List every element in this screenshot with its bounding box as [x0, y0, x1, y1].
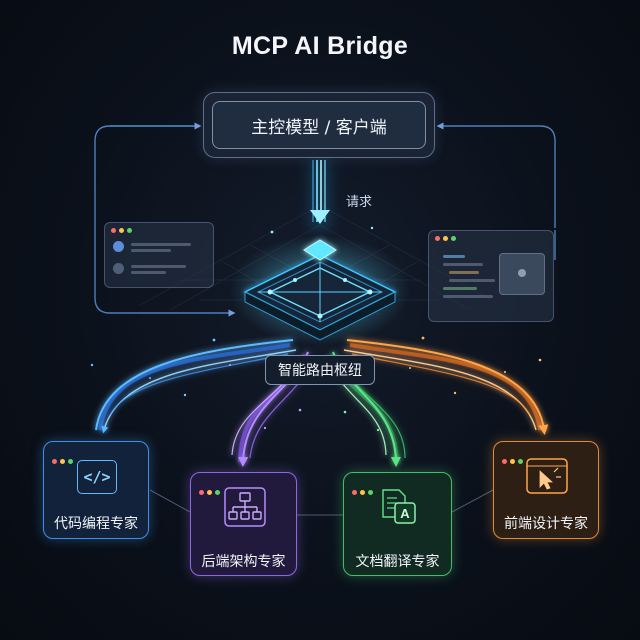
window-dot [127, 228, 132, 233]
image-placeholder [499, 253, 545, 295]
avatar-icon [113, 263, 124, 274]
flow-blue [95, 339, 297, 434]
expert-label: 文档翻译专家 [355, 554, 440, 570]
card-connectors [149, 489, 494, 516]
right-loop-arrow [436, 122, 556, 228]
main-model-label: 主控模型 / 客户端 [212, 101, 426, 149]
main-model-box: 主控模型 / 客户端 [203, 92, 435, 158]
code-line [443, 295, 493, 298]
diagram-title: MCP AI Bridge [231, 32, 409, 60]
sparkles [90, 226, 542, 432]
expert-label: 后端架构专家 [201, 554, 286, 570]
placeholder-line [131, 249, 171, 252]
window-dot [443, 236, 448, 241]
architecture-tree-icon [224, 487, 266, 527]
placeholder-line [131, 243, 191, 246]
request-label: 请求 [346, 195, 373, 210]
router-hub [230, 235, 410, 345]
left-loop-arrow [94, 125, 236, 317]
placeholder-line [131, 271, 166, 274]
expert-card-docs: A 文档翻译专家 [343, 472, 452, 576]
avatar-icon [113, 241, 124, 252]
flow-orange [343, 339, 549, 435]
code-line [443, 255, 465, 258]
code-line [449, 279, 495, 282]
request-beam [309, 160, 331, 230]
document-translate-icon: A [382, 489, 416, 524]
window-dot [435, 236, 440, 241]
code-icon: </> [77, 460, 117, 494]
left-preview-window [104, 222, 214, 288]
code-line [443, 263, 483, 266]
router-hub-label: 智能路由枢纽 [265, 355, 375, 385]
window-dot [119, 228, 124, 233]
code-line [443, 287, 477, 290]
window-dot [451, 236, 456, 241]
cursor-design-icon [526, 458, 568, 494]
expert-label: 前端设计专家 [504, 516, 588, 532]
expert-card-frontend: 前端设计专家 [493, 441, 599, 539]
right-preview-window [428, 230, 554, 322]
expert-card-code: </> 代码编程专家 [43, 441, 149, 539]
svg-text:A: A [400, 506, 410, 521]
expert-label: 代码编程专家 [54, 516, 138, 532]
expert-card-backend: 后端架构专家 [190, 472, 297, 576]
code-line [449, 271, 479, 274]
placeholder-line [131, 265, 186, 268]
window-dot [111, 228, 116, 233]
